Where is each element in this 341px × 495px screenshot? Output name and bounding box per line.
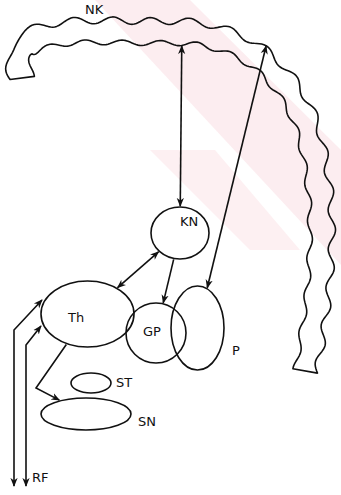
- node-label: KN: [180, 214, 198, 229]
- pathway-arrow: [36, 344, 66, 400]
- nucleus-circle: KN: [150, 206, 210, 260]
- nucleus-outline: [151, 207, 209, 259]
- descending-tract: [14, 300, 42, 486]
- cortex-region: NK: [60, 2, 300, 46]
- node-label: NK: [85, 2, 103, 17]
- pathway-arrow: [163, 259, 173, 302]
- nucleus-oval: SN: [40, 397, 160, 435]
- guide-path: [21, 32, 320, 372]
- nucleus-oval: Th: [40, 280, 135, 348]
- nucleus-outline: [41, 281, 134, 347]
- cortex-band: [6, 17, 336, 373]
- watermark-stripe: [95, 0, 341, 265]
- nucleus-outline: [71, 373, 111, 393]
- structure-label: RF: [32, 470, 49, 485]
- nucleus-outline: [171, 286, 224, 370]
- node-label: Th: [68, 310, 84, 325]
- descending-tract: [26, 326, 41, 486]
- node-label: P: [232, 343, 240, 358]
- nucleus-oval: ST: [70, 372, 136, 396]
- nucleus-outline: [41, 398, 131, 430]
- node-label: GP: [143, 324, 161, 339]
- nucleus-outline-layer: [170, 285, 250, 373]
- pathway-arrow: [180, 46, 182, 206]
- nucleus-oval: P: [170, 285, 250, 373]
- watermark-stripe: [150, 150, 300, 250]
- node-label: ST: [116, 375, 132, 390]
- nucleus-outline-layer: [40, 280, 135, 348]
- cortex-outline: [6, 17, 336, 373]
- node-label: SN: [138, 414, 156, 429]
- pathway-arrow: [118, 252, 159, 288]
- pathway-arrow: [207, 46, 266, 288]
